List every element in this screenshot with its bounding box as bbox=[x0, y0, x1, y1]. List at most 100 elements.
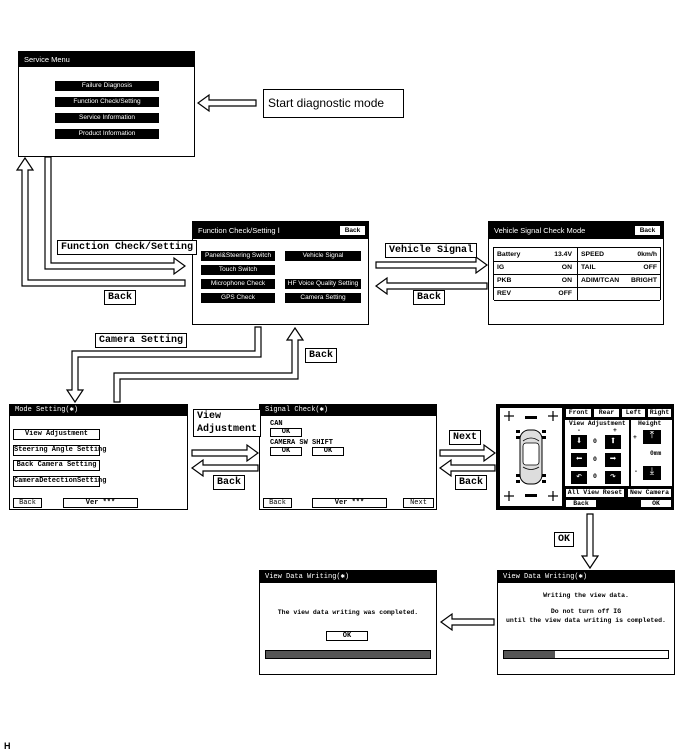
camera-sw-status: OK bbox=[270, 447, 302, 456]
table-row: IG ON TAIL OFF bbox=[494, 261, 660, 275]
mode-version-field: Ver *** bbox=[63, 498, 138, 508]
row-left-name: PKB bbox=[497, 277, 512, 284]
label-view-adjustment-line2: Adjustment bbox=[197, 424, 258, 435]
completed-ok-button[interactable]: OK bbox=[326, 631, 368, 641]
camera-detection-setting-button[interactable]: CameraDetectionSetting bbox=[13, 476, 107, 487]
panel-steering-switch-button[interactable]: Panel&Steering Switch bbox=[201, 251, 275, 261]
view-adjustment-label: View Adjustment bbox=[569, 420, 626, 427]
rotation-zero: 0 bbox=[593, 473, 597, 480]
gps-check-button[interactable]: GPS Check bbox=[201, 293, 275, 303]
row-left-name: REV bbox=[497, 290, 511, 297]
all-view-reset-button[interactable]: All View Reset bbox=[565, 488, 625, 498]
tab-right[interactable]: Right bbox=[647, 408, 672, 418]
arrow-function-to-menu bbox=[15, 156, 186, 287]
view-adjust-screen: Front Rear Left Right View Adjustment - … bbox=[496, 404, 674, 510]
hf-voice-quality-button[interactable]: HF Voice Quality Setting bbox=[285, 279, 361, 289]
arrow-down-button[interactable]: ⬇ bbox=[571, 435, 587, 449]
adjust-back-button[interactable]: Back bbox=[565, 499, 597, 508]
height-down-button[interactable]: ⤓ bbox=[643, 466, 661, 480]
camera-sw-label: CAMERA SW bbox=[270, 439, 308, 447]
signal-back-button[interactable]: Back bbox=[263, 498, 292, 508]
camera-preview bbox=[500, 408, 562, 506]
back-camera-setting-button[interactable]: Back Camera Setting bbox=[13, 460, 100, 471]
label-back-2: Back bbox=[413, 290, 446, 305]
start-diagnostic-text: Start diagnostic mode bbox=[268, 96, 385, 110]
row-left-value: ON bbox=[561, 277, 572, 284]
row-right-value: OFF bbox=[643, 264, 657, 271]
vehicle-signal-title: Vehicle Signal Check Mode bbox=[489, 222, 663, 239]
camera-setting-button[interactable]: Camera Setting bbox=[285, 293, 361, 303]
label-view-adjustment: View Adjustment bbox=[193, 409, 262, 437]
writing-line2: Do not turn off IG bbox=[550, 608, 622, 615]
height-plus-label: + bbox=[633, 434, 637, 441]
horizontal-zero: 0 bbox=[593, 456, 597, 463]
vehicle-back-button[interactable]: Back bbox=[634, 225, 661, 236]
arrow-signal-to-mode bbox=[190, 458, 259, 478]
row-right-value: 0km/h bbox=[637, 251, 657, 258]
arrow-up-button[interactable]: ⬆ bbox=[605, 435, 621, 449]
writing-progress-fill bbox=[504, 651, 555, 658]
microphone-check-button[interactable]: Microphone Check bbox=[201, 279, 275, 289]
row-right-name: TAIL bbox=[581, 264, 596, 271]
table-row: Battery 13.4V SPEED 0km/h bbox=[494, 248, 660, 262]
function-check-screen: Function Check/Setting Ⅰ Back Panel&Stee… bbox=[192, 221, 369, 325]
touch-switch-button[interactable]: Touch Switch bbox=[201, 265, 275, 275]
row-left-name: IG bbox=[497, 264, 505, 271]
row-right-name: SPEED bbox=[581, 251, 605, 258]
label-view-adjustment-line1: View bbox=[197, 411, 222, 422]
view-adjustment-button[interactable]: View Adjustment bbox=[13, 429, 100, 440]
vehicle-signal-button[interactable]: Vehicle Signal bbox=[285, 251, 361, 261]
tab-left[interactable]: Left bbox=[621, 408, 646, 418]
signal-next-button[interactable]: Next bbox=[403, 498, 434, 508]
can-status: OK bbox=[270, 428, 302, 437]
rotate-left-button[interactable]: ↶ bbox=[571, 471, 587, 484]
menu-item-function-check-setting[interactable]: Function Check/Setting bbox=[55, 97, 159, 107]
steering-angle-setting-button[interactable]: Steering Angle Setting bbox=[13, 445, 107, 456]
view-data-completed-screen: View Data Writing(✱) The view data writi… bbox=[259, 570, 437, 675]
view-adjustment-panel: View Adjustment - + ⬇ 0 ⬆ ⬅ 0 ➡ ↶ 0 ↷ bbox=[565, 420, 629, 486]
tab-rear[interactable]: Rear bbox=[593, 408, 620, 418]
row-left-value: 13.4V bbox=[554, 251, 572, 258]
arrow-menu-to-function bbox=[44, 156, 187, 276]
mode-setting-title: Mode Setting(✱) bbox=[10, 405, 187, 416]
height-up-button[interactable]: ⤒ bbox=[643, 430, 661, 444]
row-left-name: Battery bbox=[497, 251, 521, 258]
shift-status: OK bbox=[312, 447, 344, 456]
arrow-function-to-vehicle bbox=[375, 255, 489, 275]
vertical-zero: 0 bbox=[593, 438, 597, 445]
menu-item-product-information[interactable]: Product Information bbox=[55, 129, 159, 139]
tab-front[interactable]: Front bbox=[565, 408, 592, 418]
arrow-adjust-to-signal bbox=[438, 458, 496, 478]
arrow-function-to-mode bbox=[65, 326, 262, 404]
service-menu-screen: Service Menu Failure Diagnosis Function … bbox=[18, 51, 195, 157]
row-right-value: BRIGHT bbox=[630, 277, 657, 284]
label-back-5: Back bbox=[455, 475, 488, 490]
rotate-right-button[interactable]: ↷ bbox=[605, 471, 621, 484]
completed-progress-bar bbox=[265, 650, 431, 659]
arrow-left-button[interactable]: ⬅ bbox=[571, 453, 587, 467]
menu-item-failure-diagnosis[interactable]: Failure Diagnosis bbox=[55, 81, 159, 91]
arrow-right-button[interactable]: ➡ bbox=[605, 453, 621, 467]
start-diagnostic-label: Start diagnostic mode bbox=[263, 89, 404, 118]
menu-item-service-information[interactable]: Service Information bbox=[55, 113, 159, 123]
writing-title: View Data Writing(✱) bbox=[498, 571, 674, 583]
new-camera-button[interactable]: New Camera bbox=[627, 488, 672, 498]
label-back-4: Back bbox=[213, 475, 246, 490]
label-function-check-setting: Function Check/Setting bbox=[57, 240, 198, 255]
height-value: 0mm bbox=[650, 450, 662, 457]
function-check-title: Function Check/Setting Ⅰ bbox=[193, 222, 368, 239]
car-top-view-icon bbox=[504, 411, 558, 501]
function-back-button[interactable]: Back bbox=[339, 225, 366, 236]
table-row: REV OFF bbox=[494, 287, 660, 301]
row-left-value: ON bbox=[561, 264, 572, 271]
adjust-ok-button[interactable]: OK bbox=[640, 499, 672, 508]
label-back-1: Back bbox=[104, 290, 137, 305]
writing-line3: until the view data writing is completed… bbox=[506, 617, 666, 624]
label-next: Next bbox=[449, 430, 482, 445]
mode-back-button[interactable]: Back bbox=[13, 498, 42, 508]
writing-line1: Writing the view data. bbox=[543, 592, 629, 599]
signal-check-title: Signal Check(✱) bbox=[260, 405, 436, 416]
signal-check-screen: Signal Check(✱) CAN OK CAMERA SW SHIFT O… bbox=[259, 404, 437, 510]
plus-label: + bbox=[613, 427, 617, 434]
